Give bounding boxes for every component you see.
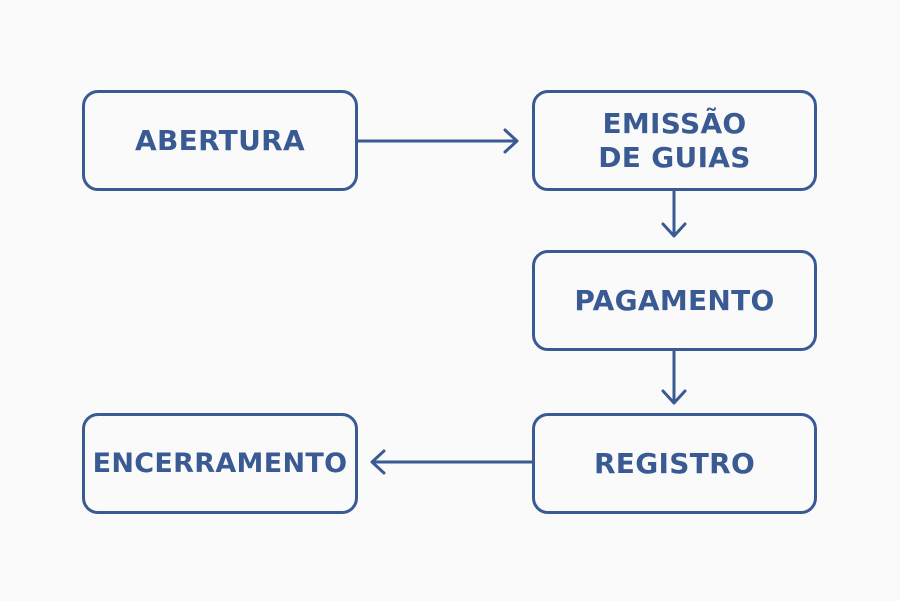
node-emissao-de-guias: EMISSÃO DE GUIAS — [532, 90, 817, 191]
node-pagamento: PAGAMENTO — [532, 250, 817, 351]
node-registro: REGISTRO — [532, 413, 817, 514]
edge-registro-encerramento — [370, 449, 534, 475]
edge-emissao-pagamento — [661, 189, 687, 238]
edge-abertura-emissao — [356, 128, 519, 154]
edge-pagamento-registro — [661, 349, 687, 405]
node-encerramento: ENCERRAMENTO — [82, 413, 358, 514]
node-abertura: ABERTURA — [82, 90, 358, 191]
